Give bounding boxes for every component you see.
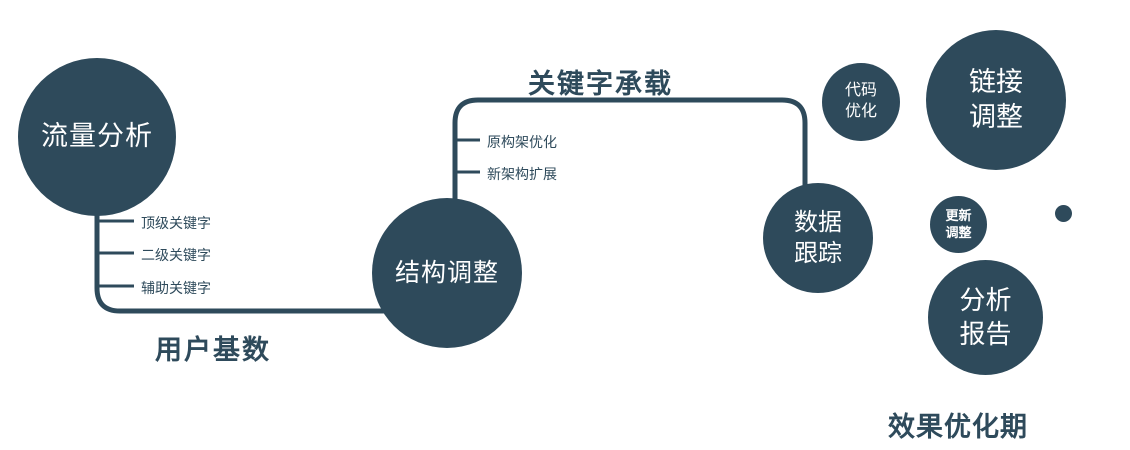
node-analysis-report: 分析 报告 xyxy=(928,260,1043,375)
dot-node xyxy=(1055,205,1072,222)
edge-label-user-base: 用户基数 xyxy=(155,335,271,365)
branch-label-second-keyword: 二级关键字 xyxy=(141,247,211,263)
edge-traffic-to-structure xyxy=(94,198,392,314)
node-link-adjust: 链接 调整 xyxy=(926,30,1066,170)
node-link-adjust-line1: 链接 xyxy=(969,66,1023,97)
node-code-optimize-line2: 优化 xyxy=(844,103,877,120)
node-update-adjust-line1: 更新 xyxy=(945,207,972,223)
node-data-tracking: 数据 跟踪 xyxy=(763,183,873,293)
branch-label-aux-keyword: 辅助关键字 xyxy=(141,280,211,296)
node-data-tracking-line2: 跟踪 xyxy=(794,240,842,267)
node-structure-adjust: 结构调整 xyxy=(372,198,522,348)
node-update-adjust-line2: 调整 xyxy=(945,224,972,240)
branch-label-top-keyword: 顶级关键字 xyxy=(141,215,211,231)
node-link-adjust-line2: 调整 xyxy=(969,102,1023,132)
node-traffic-analysis: 流量分析 xyxy=(18,58,176,216)
node-traffic-analysis-label: 流量分析 xyxy=(41,121,153,152)
caption-effect-optimization-period: 效果优化期 xyxy=(888,412,1028,442)
node-code-optimize: 代码 优化 xyxy=(822,63,900,141)
node-analysis-report-line1: 分析 xyxy=(959,284,1012,315)
edge-structure-to-tracking xyxy=(452,97,808,205)
node-update-adjust: 更新 调整 xyxy=(930,196,987,253)
node-code-optimize-line1: 代码 xyxy=(844,82,877,100)
branch-label-arch-expand: 新架构扩展 xyxy=(487,166,557,182)
branch-label-arch-optimize: 原构架优化 xyxy=(487,134,557,150)
node-analysis-report-line2: 报告 xyxy=(959,318,1012,349)
node-data-tracking-line1: 数据 xyxy=(794,208,842,236)
edge-label-keyword-carry: 关键字承载 xyxy=(528,69,673,99)
node-structure-adjust-label: 结构调整 xyxy=(394,258,499,287)
